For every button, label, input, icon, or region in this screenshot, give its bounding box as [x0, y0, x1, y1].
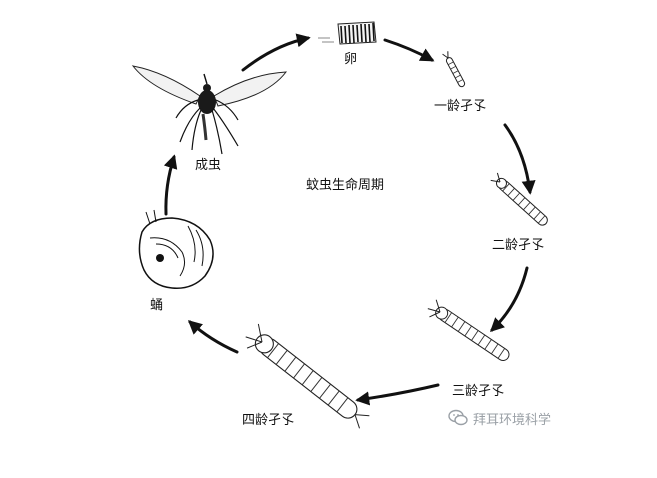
larva4-illustration — [245, 323, 370, 429]
wechat-icon — [448, 409, 468, 426]
stage-label-larva2: 二龄孑孓 — [492, 238, 545, 253]
arrow-pupa-to-adult — [163, 154, 178, 216]
stage-label-adult: 成虫 — [195, 158, 222, 173]
cycle-arrows — [163, 33, 536, 406]
arrow-larva3-to-larva4 — [355, 383, 440, 406]
egg-illustration — [318, 21, 377, 45]
arrow-larva2-to-larva3 — [489, 266, 529, 332]
stage-label-pupa: 蛹 — [150, 298, 164, 313]
adult-mosquito-illustration — [131, 65, 288, 155]
arrow-adult-to-egg — [241, 33, 311, 72]
stage-label-larva1: 一龄孑孓 — [434, 99, 487, 114]
arrow-larva4-to-pupa — [187, 320, 239, 354]
larva1-illustration — [442, 51, 466, 88]
arrow-egg-to-larva1 — [383, 38, 435, 62]
stage-label-larva4: 四龄孑孓 — [242, 413, 295, 428]
larva3-illustration — [427, 299, 510, 361]
stage-label-egg: 卵 — [344, 52, 358, 67]
larva2-illustration — [490, 172, 548, 226]
watermark: 拜耳环境科学 — [448, 408, 551, 428]
diagram-title: 蚊虫生命周期 — [306, 178, 385, 193]
pupa-illustration — [138, 209, 214, 289]
stage-label-larva3: 三龄孑孓 — [452, 384, 505, 399]
arrow-larva1-to-larva2 — [503, 123, 536, 195]
watermark-text: 拜耳环境科学 — [473, 412, 552, 428]
